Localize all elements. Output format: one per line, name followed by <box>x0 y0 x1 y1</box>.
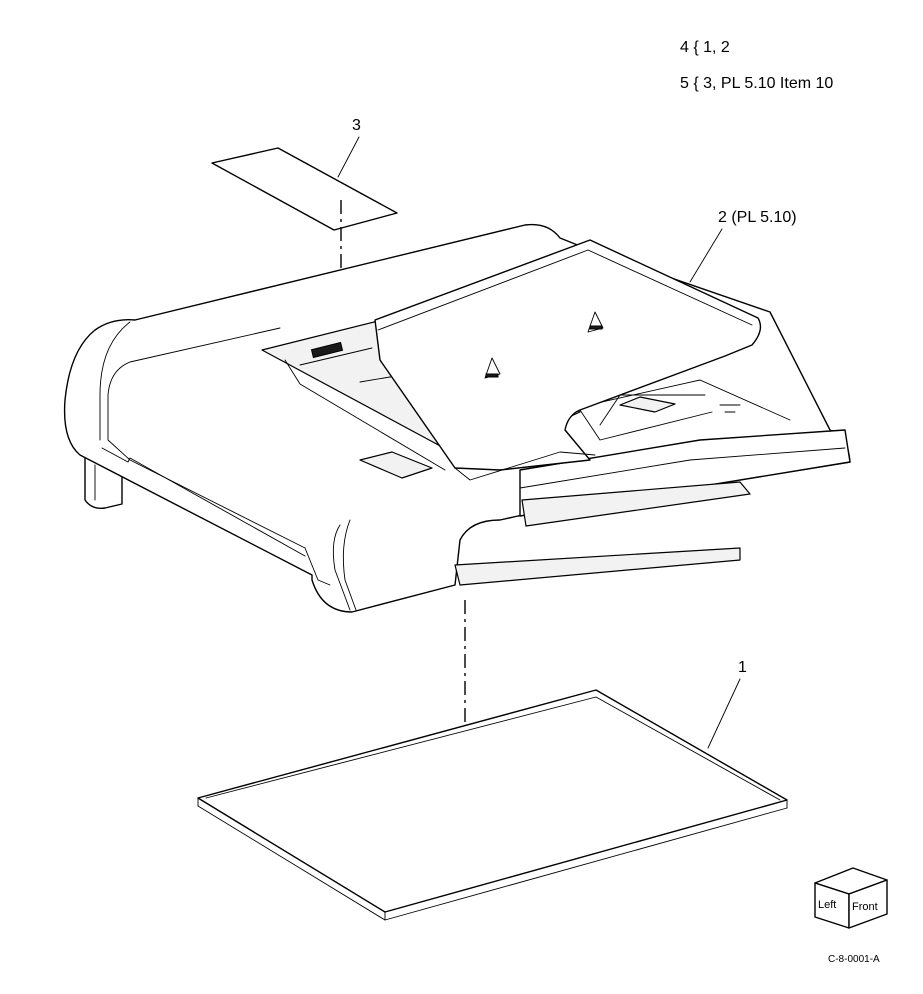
part-3-label <box>211 147 398 231</box>
callout-1: 1 <box>738 659 747 676</box>
leader-2 <box>689 228 723 283</box>
callout-2: 2 (PL 5.10) <box>718 209 797 226</box>
cube-front-label: Front <box>852 901 878 913</box>
note-line-2: 5 { 3, PL 5.10 Item 10 <box>680 75 833 92</box>
orientation-cube-icon: Left Front <box>814 867 888 929</box>
callout-3: 3 <box>352 117 361 134</box>
figure-id: C-8-0001-A <box>828 954 880 965</box>
part-2-document-tray <box>374 239 762 481</box>
note-line-1: 4 { 1, 2 <box>680 39 730 56</box>
leader-3 <box>337 136 360 178</box>
part-1-document-pad <box>197 689 788 921</box>
leader-1 <box>707 678 741 749</box>
cube-left-label: Left <box>818 899 836 911</box>
